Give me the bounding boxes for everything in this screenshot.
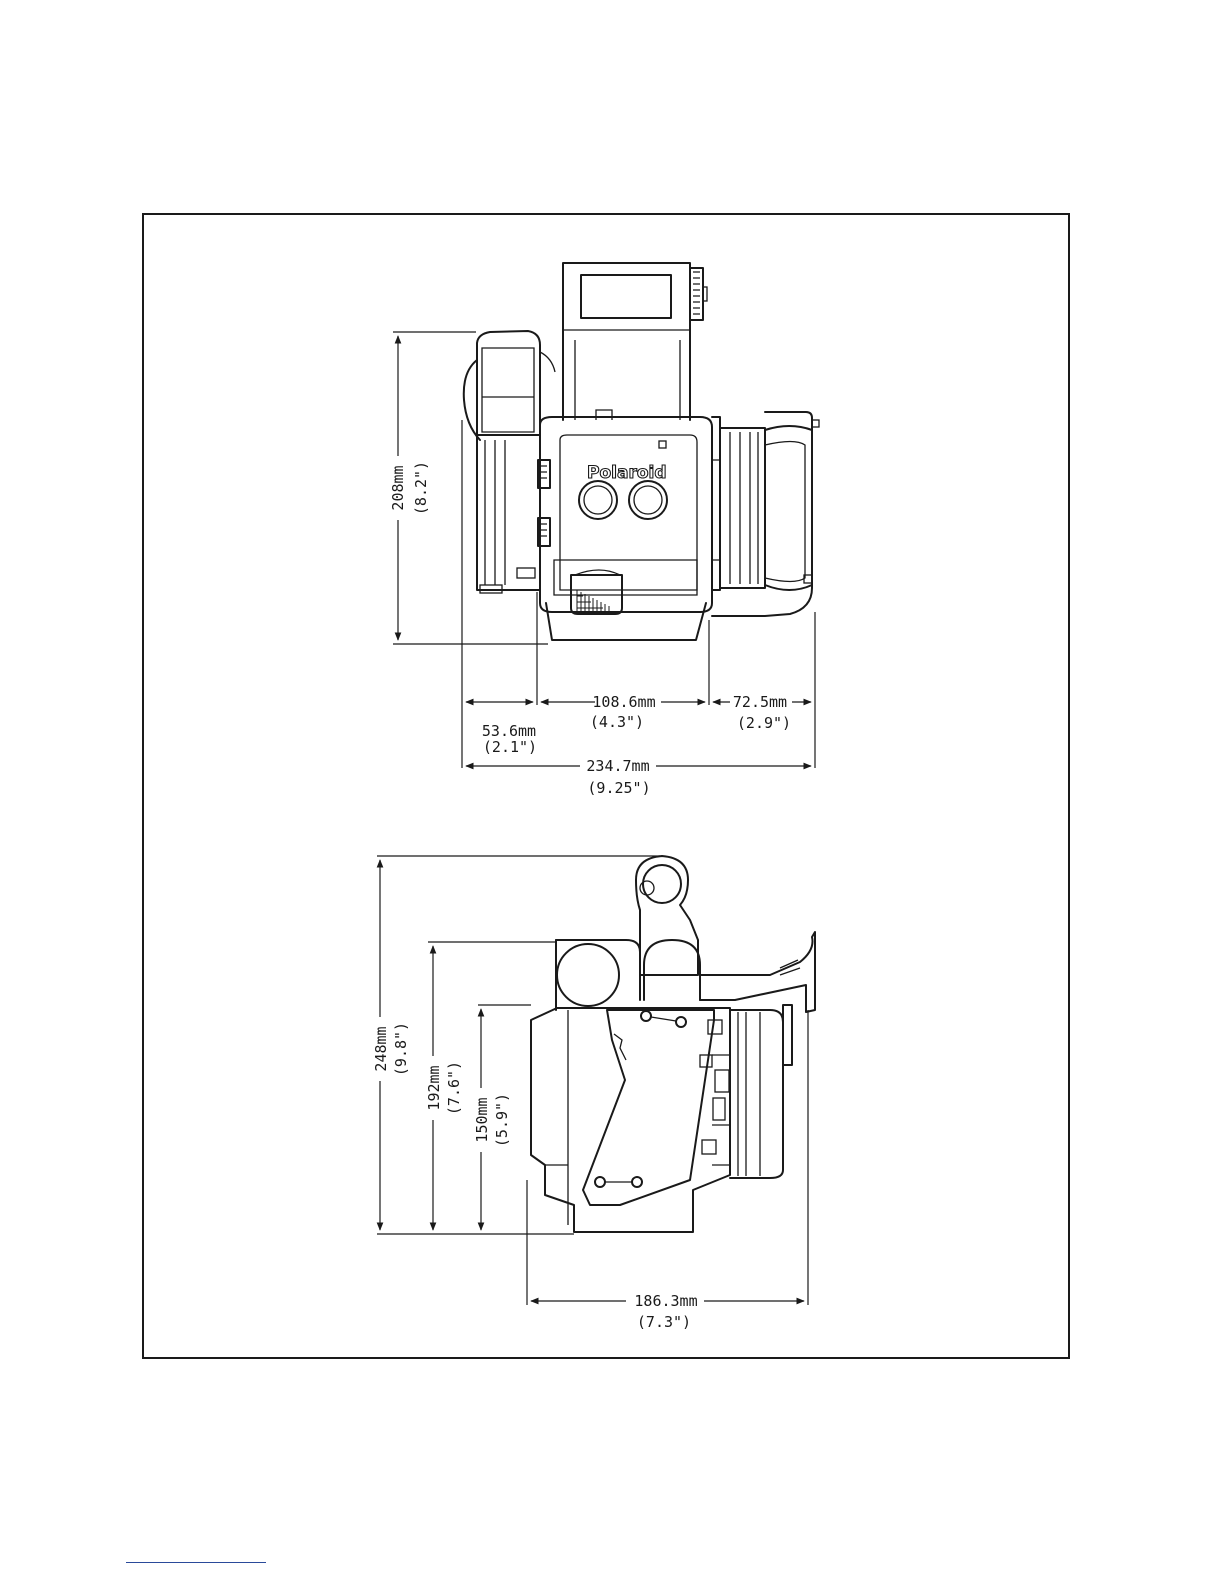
width-53-in-label: (2.1") (483, 738, 537, 756)
width-72-in-label: (2.9") (737, 714, 791, 732)
width-234-in-label: (9.25") (587, 779, 650, 797)
side-top-housing (556, 932, 815, 1012)
left-flash-unit (464, 331, 555, 440)
width-108-mm-label: 108.6mm (592, 693, 655, 711)
side-film-section (702, 1005, 792, 1178)
height-208-mm-label: 208mm (389, 465, 407, 510)
side-body (531, 1008, 730, 1232)
polaroid-logo: Polaroid (587, 463, 667, 483)
front-view: Polaroid (388, 263, 819, 797)
height-208-in-label: (8.2") (412, 461, 430, 515)
footnote-rule (126, 1562, 266, 1563)
depth-186-mm-label: 186.3mm (634, 1292, 697, 1310)
height-192-in-label: (7.6") (445, 1061, 463, 1115)
height-248-mm-label: 248mm (372, 1026, 390, 1071)
right-grip-unit (712, 412, 819, 616)
height-150-in-label: (5.9") (493, 1093, 511, 1147)
side-view: 248mm (9.8") 192mm (7.6") 150mm (5.9") 1… (371, 856, 815, 1331)
height-192-mm-label: 192mm (425, 1065, 443, 1110)
viewfinder-tower (563, 263, 707, 420)
width-234-mm-label: 234.7mm (586, 757, 649, 775)
width-72-mm-label: 72.5mm (733, 693, 787, 711)
center-body: Polaroid (540, 417, 712, 640)
depth-186-in-label: (7.3") (637, 1313, 691, 1331)
width-108-in-label: (4.3") (590, 713, 644, 731)
height-150-mm-label: 150mm (473, 1097, 491, 1142)
height-248-in-label: (9.8") (392, 1022, 410, 1076)
